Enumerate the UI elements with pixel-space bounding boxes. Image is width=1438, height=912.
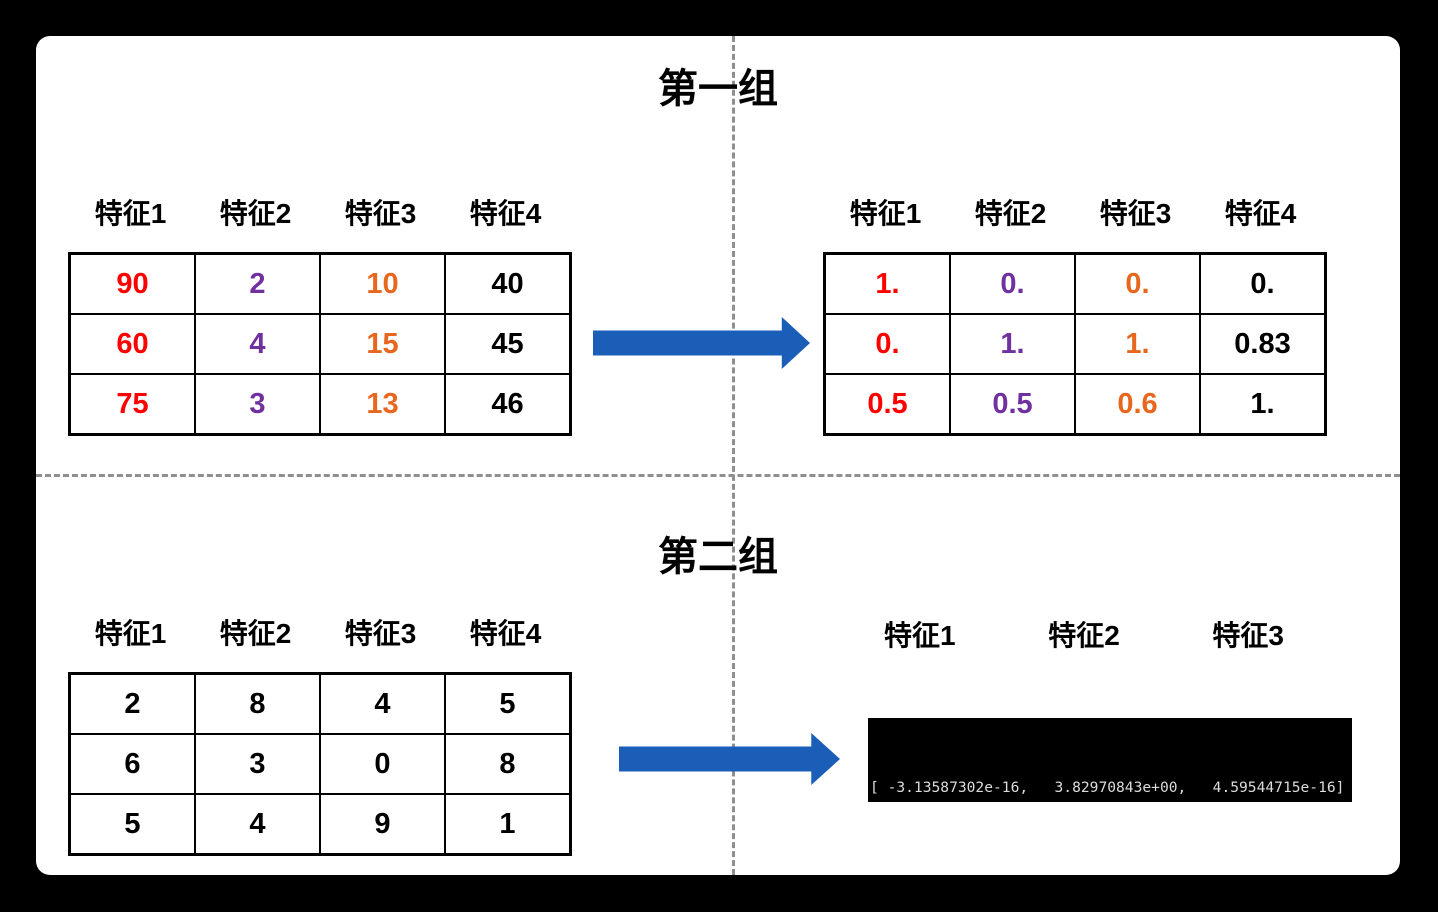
group2-left-table: 2 8 4 5 6 3 0 8 5 4 9 1 xyxy=(68,672,572,856)
table-cell: 8 xyxy=(195,674,320,734)
table-cell: 90 xyxy=(70,254,195,314)
table-cell: 0. xyxy=(1075,254,1200,314)
table-cell: 10 xyxy=(320,254,445,314)
table-cell: 0 xyxy=(320,734,445,794)
table-cell: 1. xyxy=(950,314,1075,374)
table-cell: 75 xyxy=(70,374,195,434)
table-cell: 9 xyxy=(320,794,445,854)
table-cell: 2 xyxy=(70,674,195,734)
column-header: 特征1 xyxy=(94,198,167,229)
table-cell: 15 xyxy=(320,314,445,374)
table-cell: 0.5 xyxy=(825,374,950,434)
column-header: 特征1 xyxy=(849,198,922,229)
table-cell: 40 xyxy=(445,254,570,314)
table-cell: 0.5 xyxy=(950,374,1075,434)
right-arrow xyxy=(593,317,810,369)
column-header: 特征3 xyxy=(1212,620,1284,651)
column-header: 特征1 xyxy=(884,620,956,651)
table-cell: 4 xyxy=(320,674,445,734)
column-header: 特征4 xyxy=(469,618,542,649)
table-cell: 60 xyxy=(70,314,195,374)
group1-right-table-headers: 特征1 特征2 特征3 特征4 xyxy=(823,193,1323,235)
column-header: 特征2 xyxy=(219,618,292,649)
slide-panel: 第一组 特征1 特征2 特征3 特征4 90 2 10 40 60 4 15 4… xyxy=(36,36,1400,875)
table-cell: 6 xyxy=(70,734,195,794)
table-cell: 2 xyxy=(195,254,320,314)
table-cell: 5 xyxy=(445,674,570,734)
vertical-dashed-divider xyxy=(732,36,735,875)
column-header: 特征1 xyxy=(94,618,167,649)
table-cell: 1. xyxy=(1075,314,1200,374)
table-cell: 13 xyxy=(320,374,445,434)
right-arrow xyxy=(619,733,840,785)
table-cell: 45 xyxy=(445,314,570,374)
group1-right-table: 1. 0. 0. 0. 0. 1. 1. 0.83 0.5 0.5 0.6 1. xyxy=(823,252,1327,436)
column-header: 特征4 xyxy=(1224,198,1297,229)
group2-title: 第二组 xyxy=(658,534,778,579)
group1-title: 第一组 xyxy=(658,66,778,111)
table-cell: 1. xyxy=(1200,374,1325,434)
table-cell: 4 xyxy=(195,794,320,854)
group2-output-headers: 特征1 特征2 特征3 xyxy=(884,615,1284,657)
table-cell: 46 xyxy=(445,374,570,434)
table-cell: 0. xyxy=(950,254,1075,314)
group1-left-table-headers: 特征1 特征2 特征3 特征4 xyxy=(68,193,568,235)
table-cell: 1 xyxy=(445,794,570,854)
column-header: 特征2 xyxy=(219,198,292,229)
console-line: [ -3.13587302e-16, 3.82970843e+00, 4.595… xyxy=(870,779,1345,796)
column-header: 特征2 xyxy=(974,198,1047,229)
table-cell: 3 xyxy=(195,374,320,434)
table-cell: 8 xyxy=(445,734,570,794)
column-header: 特征3 xyxy=(1099,198,1172,229)
horizontal-dashed-divider xyxy=(36,474,1400,477)
console-output: [ -3.13587302e-16, 3.82970843e+00, 4.595… xyxy=(868,718,1352,802)
column-header: 特征3 xyxy=(344,618,417,649)
column-header: 特征4 xyxy=(469,198,542,229)
group1-left-table: 90 2 10 40 60 4 15 45 75 3 13 46 xyxy=(68,252,572,436)
table-cell: 0.83 xyxy=(1200,314,1325,374)
column-header: 特征3 xyxy=(344,198,417,229)
column-header: 特征2 xyxy=(1048,620,1120,651)
table-cell: 0. xyxy=(825,314,950,374)
table-cell: 3 xyxy=(195,734,320,794)
table-cell: 1. xyxy=(825,254,950,314)
table-cell: 0.6 xyxy=(1075,374,1200,434)
table-cell: 0. xyxy=(1200,254,1325,314)
group2-left-table-headers: 特征1 特征2 特征3 特征4 xyxy=(68,613,568,655)
table-cell: 5 xyxy=(70,794,195,854)
table-cell: 4 xyxy=(195,314,320,374)
